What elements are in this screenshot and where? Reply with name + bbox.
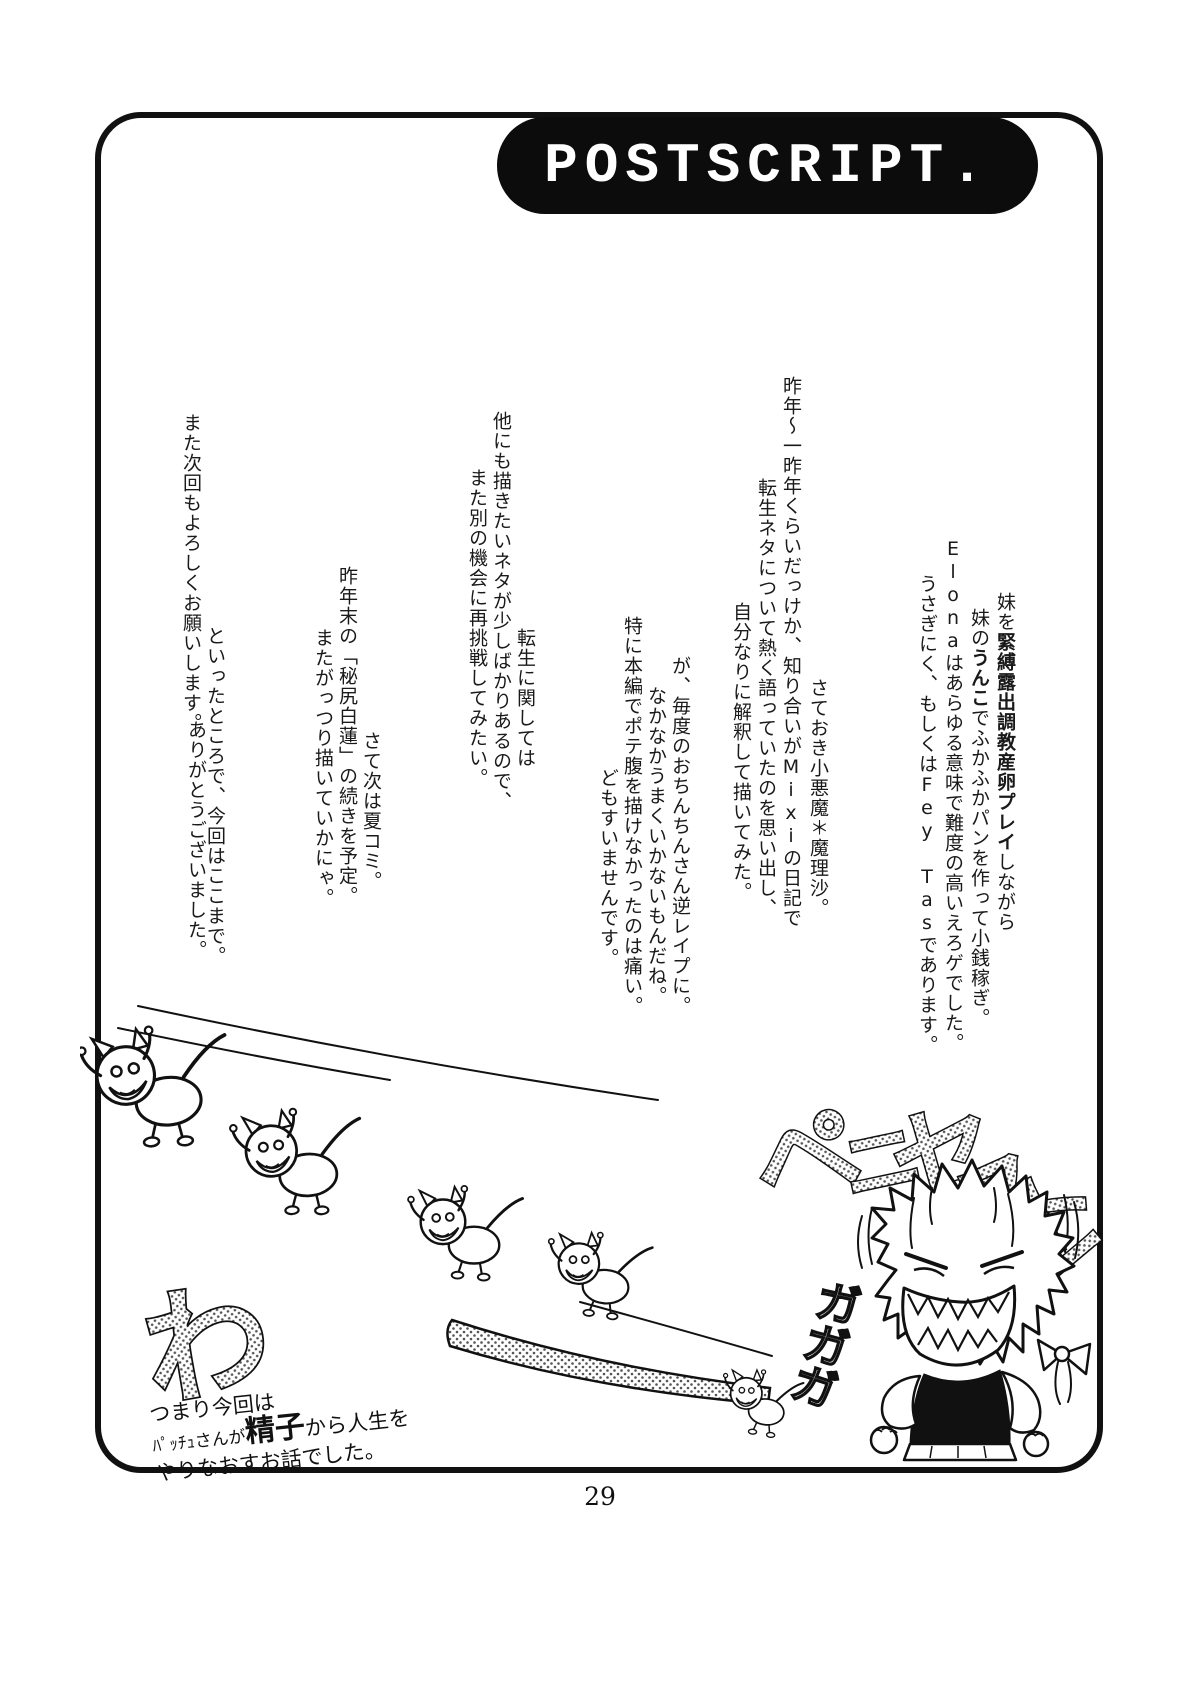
afterword-column-hishiri: 昨年末の「秘尻白蓮」の続きを予定。 bbox=[336, 566, 358, 906]
afterword-column-saichousen: また別の機会に再挑戦してみたい。 bbox=[466, 468, 488, 788]
critter-drawing-3 bbox=[406, 1184, 524, 1282]
afterword-column-kaishaku: 自分なりに解釈して描いてみた。 bbox=[730, 602, 752, 902]
afterword-column-elona: Elonaはあらゆる意味で難度の高いえろゲでした。 bbox=[942, 538, 964, 1053]
postscript-banner: POSTSCRIPT. bbox=[497, 117, 1038, 214]
bottom-artwork: ペ ニ セ ス ト ー ガ ガ ガ bbox=[80, 1005, 1110, 1462]
afterword-column-tensei: 転生に関しては bbox=[514, 628, 536, 768]
afterword-column-jikai: また次回もよろしくお願いします。 bbox=[180, 413, 202, 733]
afterword-column-kokomade: といったところで、今回はここまで。 bbox=[204, 626, 226, 966]
afterword-column-potebara: 特に本編でポテ腹を描けなかったのは痛い。 bbox=[621, 616, 643, 1016]
speed-lines bbox=[117, 1005, 773, 1357]
column-text-bold: うんこ bbox=[968, 648, 990, 708]
column-text: でふかふかパンを作って小銭稼ぎ。 bbox=[968, 708, 990, 1028]
afterword-column-usaginiku: うさぎにく、もしくはFey Tasであります。 bbox=[916, 574, 938, 1055]
afterword-column-umaku: なかなかうまくいかないもんだね。 bbox=[645, 686, 667, 1006]
afterword-column-pan: 妹のうんこでふかふかパンを作って小銭稼ぎ。 bbox=[967, 608, 991, 1028]
swoosh-line bbox=[446, 1318, 772, 1406]
postscript-title: POSTSCRIPT. bbox=[544, 133, 991, 198]
column-text: しながら bbox=[994, 852, 1016, 932]
page-number: 29 bbox=[584, 1482, 616, 1511]
critter-drawing-2 bbox=[227, 1102, 368, 1222]
afterword-column-marisa: さておき小悪魔＊魔理沙。 bbox=[807, 678, 829, 918]
sfx-wa: わ bbox=[133, 1263, 281, 1428]
column-text-bold: 緊縛露出調教産卵プレイ bbox=[994, 632, 1016, 852]
monster-character-drawing bbox=[857, 1158, 1092, 1462]
page-border bbox=[95, 112, 1103, 1473]
afterword-column-natsucomi: さて次は夏コミ。 bbox=[360, 731, 382, 891]
sfx-gagaga: ガ ガ ガ bbox=[784, 1275, 865, 1420]
afterword-column-suimasen: どもすいませんです。 bbox=[597, 768, 619, 968]
afterword-column-arigatou: ありがとうございました。 bbox=[185, 720, 207, 960]
afterword-column-mixi: 昨年～一昨年くらいだっけか、知り合いがMixiの日記で bbox=[780, 376, 802, 928]
column-text: 妹の bbox=[968, 608, 990, 648]
afterword-column-gattsuri: またがっつり描いていかにゃ。 bbox=[312, 628, 334, 908]
caption-seishi: 精子 bbox=[243, 1408, 307, 1450]
critter-drawing-1 bbox=[80, 1016, 238, 1158]
afterword-column-neta: 他にも描きたいネタが少しばかりあるので、 bbox=[490, 411, 512, 811]
afterword-column-imouto-play: 妹を緊縛露出調教産卵プレイしながら bbox=[993, 592, 1017, 932]
afterword-column-tensei-neta: 転生ネタについて熱く語っていたのを思い出し、 bbox=[755, 478, 777, 918]
afterword-column-gyaku: が、毎度のおちんちんさん逆レイプに。 bbox=[669, 656, 691, 1016]
column-text: 妹を bbox=[994, 592, 1016, 632]
